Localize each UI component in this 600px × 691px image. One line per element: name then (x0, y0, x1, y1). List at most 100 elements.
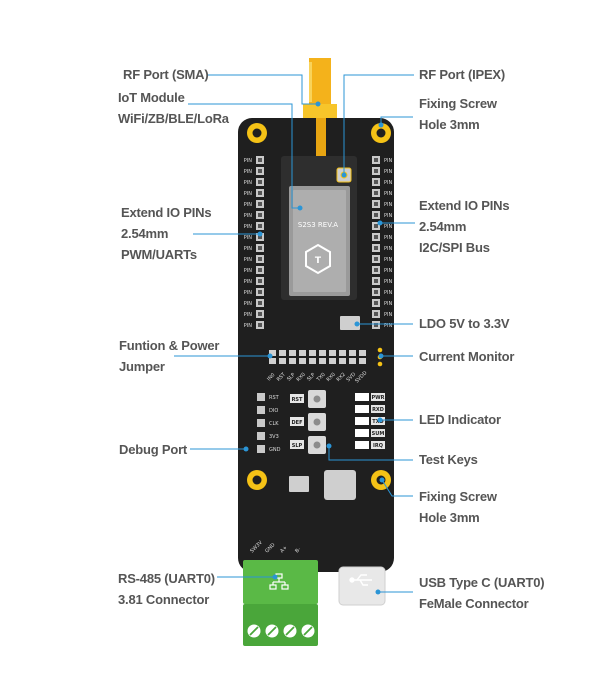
jumper-pin (339, 350, 346, 356)
debug-pin (257, 419, 265, 427)
pin-label: PIN (244, 246, 252, 252)
pin-label: PIN (384, 323, 392, 329)
key-label: RST (292, 397, 303, 403)
jumper-pin-label: SLP (286, 372, 297, 383)
label-led-indicator: LED Indicator (419, 412, 501, 427)
pin-hole (258, 268, 262, 272)
screw-slot (267, 626, 277, 636)
jumper-pin (359, 358, 366, 364)
jumper-pin-label: SVD (345, 371, 357, 383)
debug-pin (257, 393, 265, 401)
extend-io-pins-left: PINPINPINPINPINPINPINPINPINPINPINPINPINP… (244, 156, 264, 329)
pin-hole (258, 202, 262, 206)
jumper-pin (309, 358, 316, 364)
pin-hole (374, 312, 378, 316)
pin-hole (374, 235, 378, 239)
switch-chip (289, 476, 309, 492)
key-label-box (290, 417, 304, 426)
svg-text:T: T (315, 256, 322, 266)
callout-iot-module (188, 103, 300, 209)
terminal-screws (247, 624, 315, 638)
jumper-pin (359, 350, 366, 356)
jumper-pin (309, 350, 316, 356)
debug-pin-label: 3V3 (269, 434, 279, 440)
network-icon (269, 573, 289, 590)
pin-label: PIN (384, 257, 392, 263)
pin-label: PIN (244, 224, 252, 230)
pin-hole (374, 279, 378, 283)
led (355, 393, 369, 401)
pin-hole (258, 169, 262, 173)
pin-label: PIN (384, 235, 392, 241)
callout-rf-ipex (343, 74, 414, 175)
pin-label: PIN (384, 246, 392, 252)
pin-hole (258, 323, 262, 327)
pin-label: PIN (244, 169, 252, 175)
pin-hole (374, 268, 378, 272)
screw-slot (303, 626, 313, 636)
led-label-box (371, 393, 385, 401)
pin-label: PIN (384, 158, 392, 164)
pin-label: PIN (384, 301, 392, 307)
jumper-pin-label: IN0 (266, 372, 276, 382)
debug-pin (257, 432, 265, 440)
usb-icon (349, 574, 372, 586)
pin-label: PIN (244, 268, 252, 274)
debug-pin (257, 445, 265, 453)
debug-pin-label: CLK (269, 421, 279, 427)
led-label: SUM (372, 431, 385, 437)
pin-label: PIN (244, 158, 252, 164)
jumper-pin-label: RX0 (296, 372, 307, 383)
key-label-box (290, 440, 304, 449)
pin-label: PIN (244, 257, 252, 263)
fixing-hole-bottom-left (247, 470, 267, 490)
pin-label: PIN (244, 202, 252, 208)
pin-hole (374, 213, 378, 217)
pin-label: PIN (384, 169, 392, 175)
callout-rf-sma (208, 74, 318, 105)
pin-label: PIN (244, 191, 252, 197)
led-label-box (371, 405, 385, 413)
pin-hole (374, 290, 378, 294)
key-label: DEF (292, 420, 303, 426)
test-key-cap (313, 418, 321, 426)
jumper-pin (329, 350, 336, 356)
module-logo-icon: T (305, 243, 331, 275)
pin-hole (374, 158, 378, 162)
jumper-pin (349, 358, 356, 364)
screw-slot (285, 626, 295, 636)
jumper-pin (279, 350, 286, 356)
debug-pin (257, 406, 265, 414)
pin-label: PIN (244, 312, 252, 318)
pin-hole (374, 191, 378, 195)
pin-label: PIN (384, 224, 392, 230)
pin-hole (258, 180, 262, 184)
usb-c-connector (338, 566, 386, 606)
led-label-box (371, 429, 385, 437)
label-current-monitor: Current Monitor (419, 349, 515, 364)
jumper-pin (289, 358, 296, 364)
jumper-pin (299, 358, 306, 364)
pin-label: PIN (244, 323, 252, 329)
led-label: IRQ (373, 443, 383, 449)
fixing-hole-top-right (371, 123, 391, 143)
ldo-chip (340, 316, 360, 330)
terminal-label: A+ (279, 545, 289, 555)
callout-fixing-bottom (381, 479, 413, 497)
pin-hole (258, 301, 262, 305)
pin-label: PIN (244, 213, 252, 219)
callout-test-keys (328, 446, 413, 461)
callout-lines (174, 74, 415, 593)
pin-hole (258, 257, 262, 261)
led (355, 441, 369, 449)
label-rs485: RS-485 (UART0)3.81 Connector (118, 571, 215, 607)
led (355, 405, 369, 413)
pin-label: PIN (384, 191, 392, 197)
